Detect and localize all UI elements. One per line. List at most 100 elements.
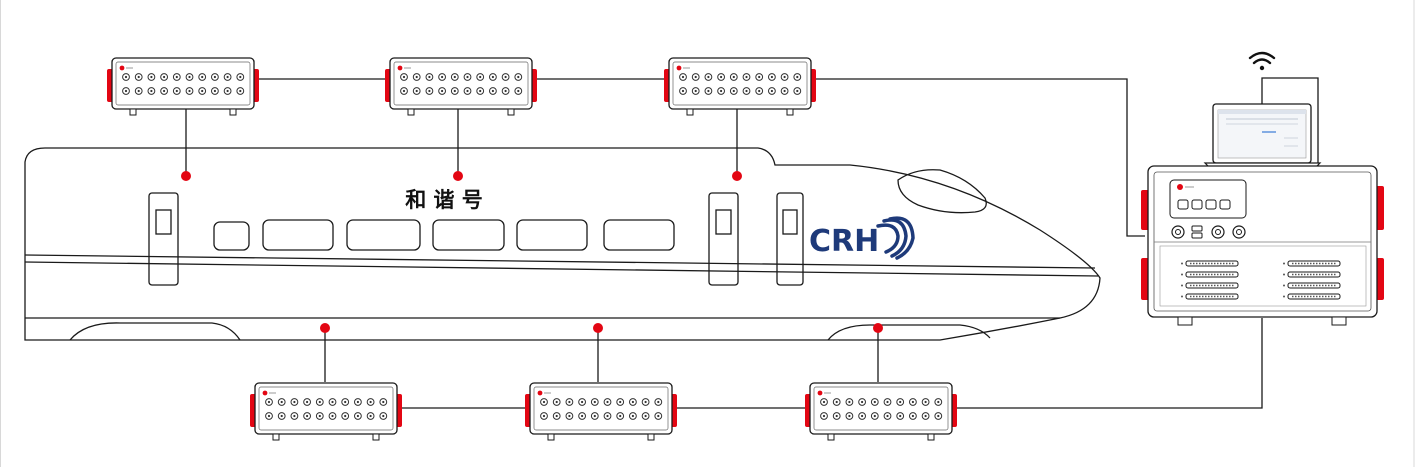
unit-panel bbox=[393, 61, 529, 106]
unit-connector-pin bbox=[873, 414, 876, 418]
unit-connector-pin bbox=[504, 75, 507, 79]
unit-connector-pin bbox=[213, 89, 216, 93]
unit-connector-pin bbox=[175, 89, 178, 93]
unit-connector-pin bbox=[796, 89, 799, 93]
unit-connector-pin bbox=[631, 414, 635, 418]
unit-connector-pin bbox=[886, 414, 889, 418]
wire-laptop-to-controller bbox=[1261, 77, 1319, 166]
unit-connector-pin bbox=[226, 89, 229, 93]
controller-port-dot bbox=[1283, 295, 1285, 298]
laptop-icon[interactable] bbox=[1203, 103, 1322, 168]
unit-body bbox=[529, 382, 673, 435]
unit-connector-pin bbox=[318, 400, 321, 404]
unit-connector-pin bbox=[441, 75, 444, 79]
unit-foot bbox=[686, 108, 694, 116]
train-window bbox=[262, 219, 334, 251]
acquisition-unit-bottom-3[interactable] bbox=[805, 382, 957, 441]
train-window bbox=[432, 219, 505, 251]
unit-connector-pin bbox=[356, 414, 359, 418]
controller-knobs bbox=[1171, 225, 1246, 239]
unit-connector-pin bbox=[239, 89, 242, 93]
unit-connector-pin bbox=[606, 400, 609, 404]
acquisition-unit-bottom-2[interactable] bbox=[525, 382, 677, 441]
unit-logo-icon bbox=[537, 390, 543, 396]
controller-knob-center bbox=[1215, 229, 1221, 235]
controller-handle bbox=[1376, 186, 1384, 230]
unit-connector-pin bbox=[745, 75, 748, 79]
unit-connector-pin bbox=[267, 414, 271, 418]
controller-button[interactable] bbox=[1191, 199, 1203, 210]
unit-connector-pin bbox=[593, 400, 596, 404]
unit-connector-pin bbox=[344, 400, 347, 404]
controller-port-dot bbox=[1283, 284, 1285, 287]
unit-connector-pin bbox=[835, 400, 838, 404]
train-name: 和 谐 号 bbox=[405, 187, 483, 212]
unit-connector-pin bbox=[745, 89, 748, 93]
unit-connector-pin bbox=[707, 75, 710, 79]
controller-switch[interactable] bbox=[1191, 232, 1203, 239]
train-body bbox=[24, 147, 1101, 341]
door-1 bbox=[148, 192, 179, 286]
unit-connector-pin bbox=[137, 75, 140, 79]
acquisition-unit-top-2[interactable] bbox=[385, 57, 537, 116]
unit-connector-pin bbox=[848, 400, 851, 404]
door-3-window bbox=[782, 209, 798, 235]
unit-connector-pin bbox=[226, 75, 229, 79]
unit-body bbox=[809, 382, 953, 435]
controller-button[interactable] bbox=[1219, 199, 1231, 210]
unit-connector-pin bbox=[937, 400, 940, 404]
unit-connector-pin bbox=[280, 400, 283, 404]
unit-panel bbox=[258, 386, 394, 431]
unit-connector-pin bbox=[293, 414, 296, 418]
sensor-node bbox=[593, 323, 603, 333]
unit-connector-pin bbox=[517, 89, 520, 93]
unit-connector-pin bbox=[835, 414, 838, 418]
unit-body bbox=[668, 57, 812, 110]
controller-button[interactable] bbox=[1205, 199, 1217, 210]
unit-connector-pin bbox=[593, 414, 596, 418]
unit-body bbox=[254, 382, 398, 435]
unit-logo-icon bbox=[262, 390, 268, 396]
unit-panel bbox=[115, 61, 251, 106]
unit-connector-pin bbox=[369, 400, 372, 404]
train-window bbox=[516, 219, 588, 251]
unit-panel bbox=[533, 386, 669, 431]
unit-connector-pin bbox=[479, 75, 482, 79]
unit-foot bbox=[547, 433, 555, 441]
sensor-node bbox=[873, 323, 883, 333]
unit-connector-pin bbox=[213, 75, 216, 79]
controller-handle bbox=[1376, 258, 1384, 300]
unit-connector-pin bbox=[770, 75, 774, 79]
unit-connector-pin bbox=[568, 400, 571, 404]
unit-connector-pin bbox=[899, 400, 902, 404]
unit-connector-pin bbox=[402, 75, 406, 79]
acquisition-unit-top-1[interactable] bbox=[107, 57, 259, 116]
unit-connector-pin bbox=[770, 89, 774, 93]
unit-connector-pin bbox=[331, 400, 334, 404]
controller-logo-icon bbox=[1177, 184, 1183, 190]
unit-connector-pin bbox=[758, 89, 761, 93]
controller-port-dot bbox=[1181, 262, 1183, 265]
wheel-fairing-2 bbox=[827, 324, 991, 341]
unit-connector-pin bbox=[163, 89, 166, 93]
unit-connector-pin bbox=[694, 89, 697, 93]
unit-connector-pin bbox=[542, 400, 546, 404]
controller-button[interactable] bbox=[1177, 199, 1189, 210]
unit-connector-pin bbox=[555, 414, 558, 418]
unit-logo-icon bbox=[676, 65, 682, 71]
laptop-display-header bbox=[1218, 110, 1306, 114]
unit-connector-pin bbox=[796, 75, 799, 79]
unit-connector-pin bbox=[318, 414, 321, 418]
acquisition-unit-top-3[interactable] bbox=[664, 57, 816, 116]
controller-unit[interactable] bbox=[1141, 165, 1384, 326]
unit-connector-pin bbox=[382, 414, 385, 418]
unit-connector-pin bbox=[356, 400, 359, 404]
controller-switch[interactable] bbox=[1191, 225, 1203, 232]
acquisition-unit-bottom-1[interactable] bbox=[250, 382, 402, 441]
unit-connector-pin bbox=[175, 75, 178, 79]
unit-foot bbox=[827, 433, 835, 441]
train-window bbox=[603, 219, 675, 251]
crh-logo-text: CRH bbox=[809, 224, 879, 259]
unit-connector-pin bbox=[428, 75, 431, 79]
controller-port-dot bbox=[1181, 284, 1183, 287]
